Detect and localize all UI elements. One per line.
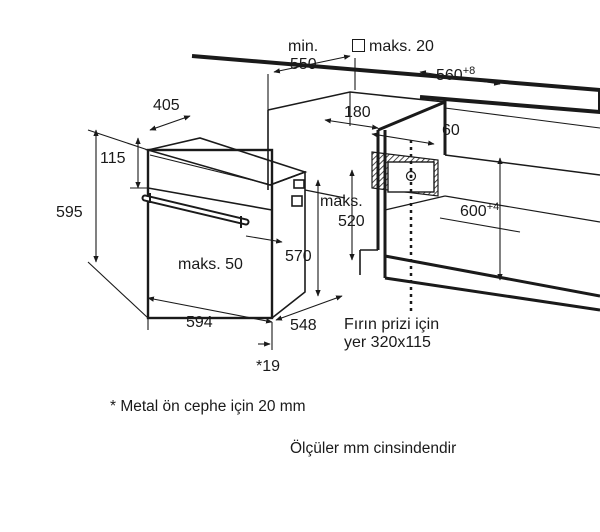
bottom-board (384, 254, 600, 298)
niche-width-value: 560 (436, 67, 463, 84)
front-top-115: 115 (100, 150, 126, 167)
niche-height: 600+4 (460, 198, 499, 221)
units-note: Ölçüler mm cinsindendir (290, 440, 457, 457)
metal-front-note: * Metal ön cephe için 20 mm (110, 398, 306, 415)
dimension-570: 570 (285, 248, 312, 265)
min-label: min. (288, 38, 319, 55)
dimension-60: 60 (442, 122, 460, 139)
height-595: 595 (56, 204, 83, 221)
max-50: maks. 50 (178, 256, 243, 273)
niche-width: 560+8 (436, 62, 475, 85)
niche-height-tolerance: +4 (486, 201, 500, 213)
max-niche-value: 20 (416, 38, 434, 55)
square-symbol-icon (352, 39, 365, 52)
min-value-550: 550 (290, 56, 317, 73)
socket-note-line2: yer 320x115 (344, 334, 431, 351)
countertop (191, 54, 600, 115)
niche-width-tolerance: +8 (462, 65, 476, 77)
depth-405: 405 (153, 97, 180, 114)
niche-height-value: 600 (460, 203, 487, 220)
width-594: 594 (186, 314, 213, 331)
max-niche-prefix: maks. (369, 38, 412, 55)
socket-note-line1: Fırın prizi için (344, 316, 440, 333)
depth-548: 548 (290, 317, 317, 334)
dimension-lines (87, 54, 600, 350)
footnote-ref-19: *19 (256, 358, 281, 375)
max-niche-gap: maks. 20 (352, 38, 434, 56)
niche-side-panel (377, 99, 447, 155)
max-520-value: 520 (338, 213, 365, 230)
dimension-180: 180 (344, 104, 371, 121)
socket-area (371, 140, 439, 312)
oven (144, 137, 346, 320)
oven-handle (141, 193, 250, 228)
max-520-label: maks. (320, 193, 363, 210)
